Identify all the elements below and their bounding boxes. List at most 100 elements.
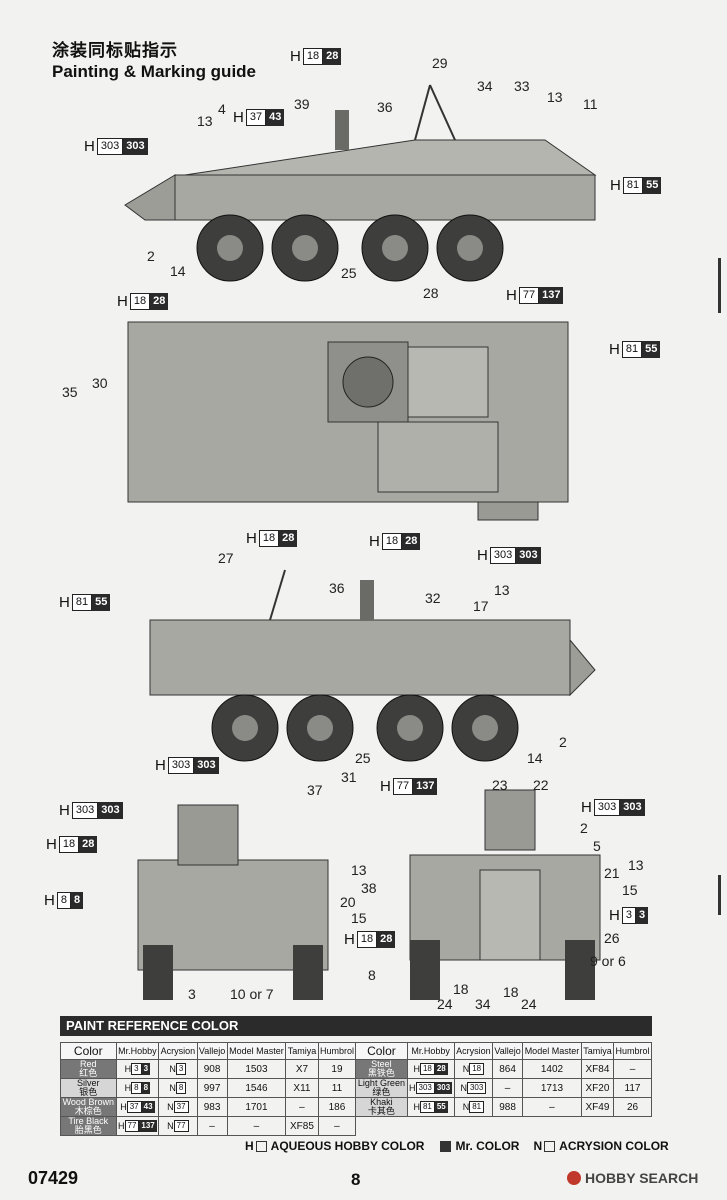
callout-number: 8 [368,967,376,983]
empty-cell [523,1117,582,1136]
humbrol-cell: – [317,1116,357,1136]
tamiya-cell: XF20 [580,1078,615,1098]
model-master-cell: 1402 [522,1059,582,1079]
vallejo-cell: 988 [492,1097,524,1117]
model-master-cell: 1546 [226,1078,287,1098]
callout-number: 23 [492,777,508,793]
callout-number: 5 [593,838,601,854]
header-mrhobby: Mr.Hobby [115,1042,160,1060]
model-master-cell: 1701 [226,1097,287,1117]
callout-number: 14 [170,263,186,279]
callout-number: 13 [628,857,644,873]
title-english: Painting & Marking guide [52,62,257,81]
callout-number: 18 [453,981,469,997]
callout-number: 25 [355,750,371,766]
callout-number: 3 [188,986,196,1002]
callout-number: 11 [583,96,598,112]
callout-number: 4 [218,101,226,117]
header-vallejo: Vallejo [492,1042,524,1060]
callout-number: 18 [503,984,519,1000]
humbrol-cell: 186 [317,1097,357,1117]
callout-number: 34 [475,996,491,1012]
vehicle-side-view-1 [124,84,597,282]
callout-number: 27 [218,550,234,566]
callout-number: 2 [559,734,567,750]
margin-mark [718,875,721,915]
header-model-master: Model Master [226,1042,287,1060]
callout-number: 17 [473,598,489,614]
vallejo-cell: – [196,1116,228,1136]
callout-number: 14 [527,750,543,766]
callout-number: 13 [351,862,367,878]
callout-number: 15 [351,910,367,926]
vallejo-cell: 908 [196,1059,228,1079]
vehicle-front-view [137,804,329,1000]
empty-cell [614,1117,652,1136]
callout-number: 38 [361,880,377,896]
callout-number: 35 [62,384,78,400]
title-chinese: 涂装同标贴指示 [52,41,178,61]
callout-number: 24 [521,996,537,1012]
tamiya-cell: XF84 [580,1059,615,1079]
callout-number: 22 [533,777,549,793]
callout-number: 2 [580,820,588,836]
table-title: PAINT REFERENCE COLOR [60,1016,652,1036]
header-vallejo: Vallejo [196,1042,228,1060]
margin-mark [718,258,721,313]
callout-number: 31 [341,769,357,785]
vehicle-rear-view [409,789,601,1000]
callout-number: 37 [307,782,323,798]
tamiya-cell: X7 [285,1059,319,1079]
header-tamiya: Tamiya [580,1042,615,1060]
watermark: HOBBY SEARCH [567,1170,698,1186]
callout-number: 13 [547,89,563,105]
vallejo-cell: – [492,1078,524,1098]
empty-cell [356,1117,407,1136]
header-color: Color [60,1042,117,1060]
header-humbrol: Humbrol [317,1042,357,1060]
callout-number: 34 [477,78,493,94]
callout-number: 24 [437,996,453,1012]
product-code: 07429 [28,1168,79,1188]
page-number: 8 [351,1170,361,1189]
humbrol-cell: 26 [613,1097,652,1117]
callout-number: 15 [622,882,638,898]
empty-cell [493,1117,523,1136]
tamiya-cell: XF85 [285,1116,319,1136]
humbrol-cell: 11 [317,1078,357,1098]
callout-number: 30 [92,375,108,391]
callout-number: 39 [294,96,310,112]
empty-cell [581,1117,613,1136]
paint-reference-table: PAINT REFERENCE COLOR Color Mr.Hobby Acr… [60,1016,652,1136]
paint-table: Color Mr.Hobby Acrysion Vallejo Model Ma… [60,1042,652,1136]
callout-number: 36 [377,99,393,115]
header-humbrol: Humbrol [613,1042,652,1060]
callout-number: 29 [432,55,448,71]
